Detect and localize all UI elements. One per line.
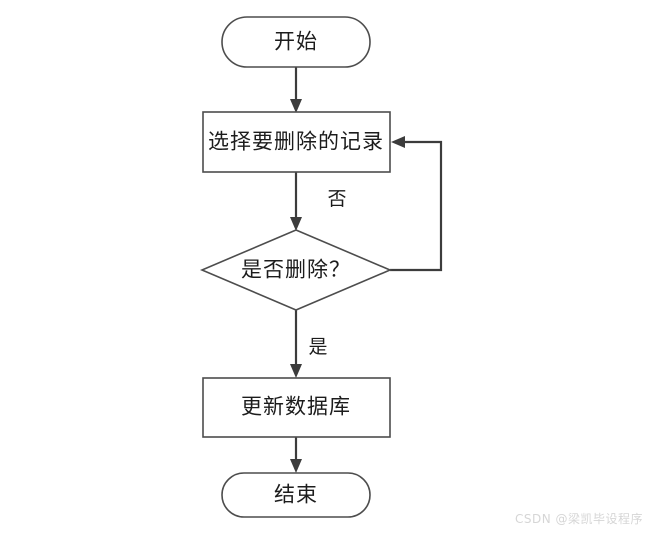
node-end[interactable]: 结束 bbox=[221, 472, 371, 518]
edge-label-yes: 是 bbox=[308, 336, 327, 358]
arrow-head-icon bbox=[290, 364, 302, 378]
arrow-head-icon bbox=[290, 459, 302, 473]
node-start[interactable]: 开始 bbox=[221, 16, 371, 68]
node-update-database-label: 更新数据库 bbox=[241, 395, 351, 419]
watermark: CSDN @梁凯毕设程序 bbox=[514, 512, 643, 526]
node-select-record-label: 选择要删除的记录 bbox=[208, 130, 384, 154]
node-end-label: 结束 bbox=[274, 483, 318, 507]
arrow-head-icon bbox=[290, 217, 302, 231]
arrow-head-icon bbox=[391, 136, 405, 148]
edge-start-to-select bbox=[290, 67, 302, 113]
edge-select-to-decision bbox=[290, 172, 302, 231]
node-select-record[interactable]: 选择要删除的记录 bbox=[202, 111, 391, 173]
edge-decision-to-update bbox=[290, 310, 302, 378]
node-start-label: 开始 bbox=[274, 30, 318, 54]
node-decision-label: 是否删除？ bbox=[241, 258, 351, 282]
edge-update-to-end bbox=[290, 437, 302, 473]
edge-label-no: 否 bbox=[327, 188, 346, 210]
arrow-head-icon bbox=[290, 99, 302, 113]
node-update-database[interactable]: 更新数据库 bbox=[202, 377, 391, 438]
edge-decision-to-select-loop bbox=[390, 136, 443, 272]
node-decision[interactable]: 是否删除？ bbox=[199, 229, 393, 311]
